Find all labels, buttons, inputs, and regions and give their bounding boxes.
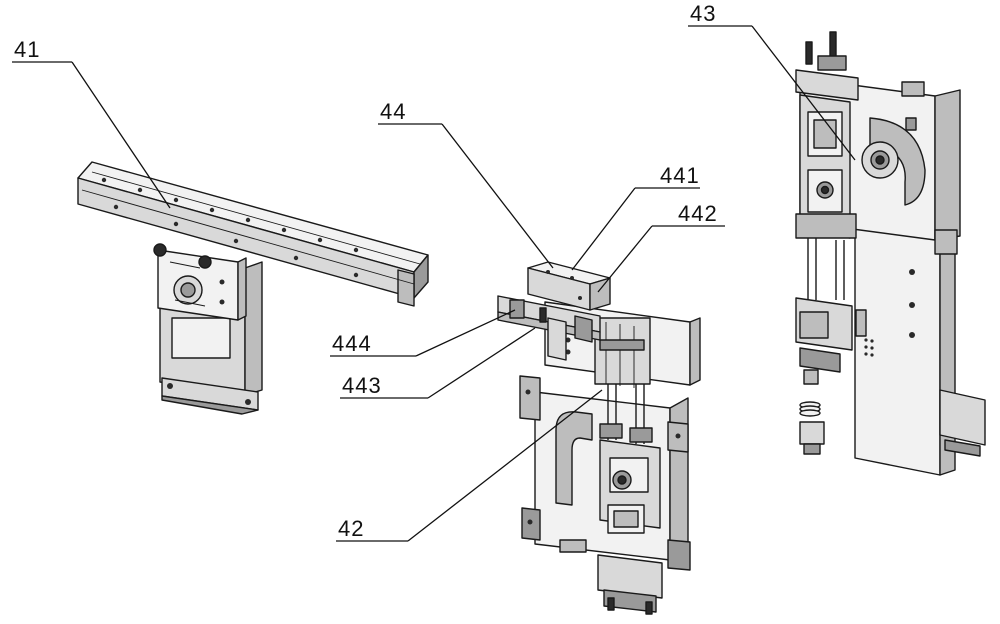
lifting-assembly [497,261,701,615]
label-42: 42 [338,516,364,541]
label-43: 43 [690,1,716,26]
press-assembly [795,31,986,476]
vent-dots [864,338,874,357]
label-44: 44 [380,99,406,124]
label-443: 443 [342,373,382,398]
reference-labels: 41 43 44 441 442 444 443 42 [14,1,718,541]
conveyor-assembly [77,161,429,415]
label-444: 444 [332,331,372,356]
rail-holes [101,177,359,278]
label-442: 442 [678,201,718,226]
spring-part [799,401,821,417]
label-441: 441 [660,163,700,188]
leader-lines [12,25,856,542]
label-41: 41 [14,37,40,62]
